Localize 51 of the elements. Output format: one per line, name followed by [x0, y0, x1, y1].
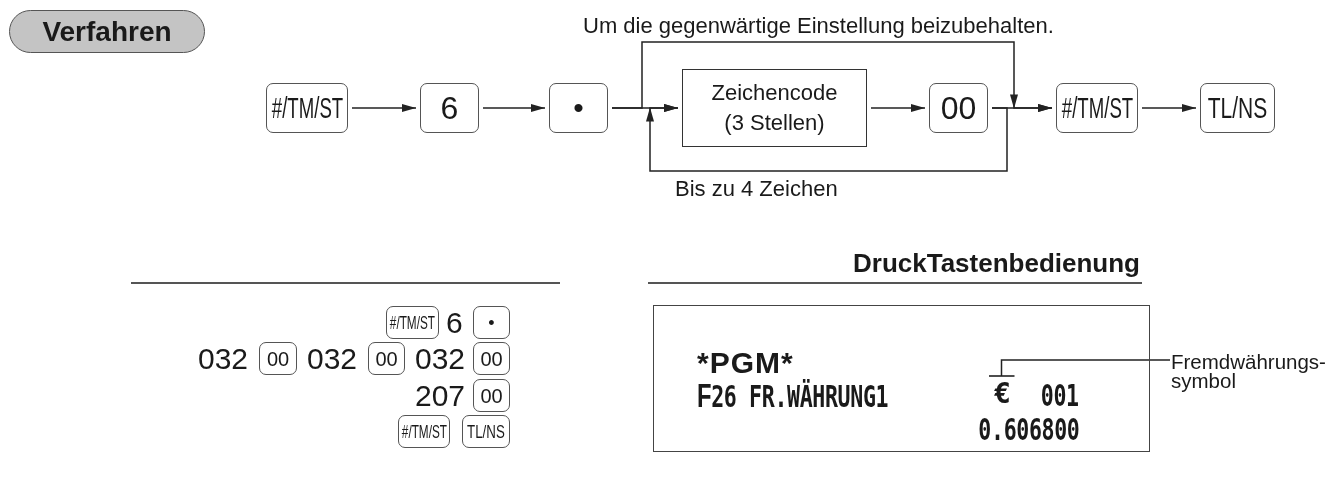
section-heading: Verfahren — [42, 17, 172, 46]
key-label: TL/NS — [467, 422, 505, 441]
arrow — [1141, 104, 1197, 112]
arrow — [351, 104, 417, 112]
edge-label: Um die gegenwärtige Einstellung beizubehalten. — [583, 14, 1054, 38]
key-cap — [386, 306, 439, 339]
entered-number: 6 — [446, 306, 463, 339]
key-label: 00 — [940, 92, 977, 124]
currency-symbol: € — [994, 379, 1011, 409]
section-tab — [9, 10, 205, 53]
key-label: 00 — [375, 348, 398, 369]
key-cap — [1200, 83, 1275, 133]
process-box — [682, 69, 867, 147]
key-cap — [1056, 83, 1138, 133]
key-cap — [259, 342, 297, 375]
arrow — [482, 104, 546, 112]
key-label: #/TM/ST — [1061, 93, 1133, 123]
receipt-printout — [653, 305, 1150, 452]
key-cap — [473, 379, 510, 412]
receipt-line: 0.606800 — [977, 415, 1079, 445]
key-label: • — [488, 313, 495, 332]
key-label: 6 — [440, 92, 459, 124]
key-cap — [462, 415, 510, 448]
receipt-line: 001 — [1041, 381, 1079, 411]
key-cap — [368, 342, 405, 375]
key-label: #/TM/ST — [401, 422, 447, 441]
key-cap — [398, 415, 450, 448]
receipt-line: F26 FR.WÄHRUNG1 — [697, 381, 889, 412]
key-label: • — [573, 93, 584, 123]
key-label: 00 — [480, 348, 503, 369]
key-label: TL/NS — [1207, 93, 1268, 123]
key-label: #/TM/ST — [389, 313, 436, 332]
receipt-heading: *PGM* — [697, 348, 794, 378]
entered-number: 207 — [415, 379, 466, 412]
key-cap — [549, 83, 608, 133]
key-cap — [929, 83, 988, 133]
key-cap — [420, 83, 479, 133]
arrow — [870, 104, 926, 112]
key-cap — [266, 83, 348, 133]
key-label: #/TM/ST — [271, 93, 343, 123]
entered-number: 032 — [415, 342, 466, 375]
entered-number: 032 — [198, 342, 249, 375]
process-text: Zeichencode (3 Stellen) — [710, 79, 839, 137]
callout-label: Fremdwährungs- symbol — [1171, 352, 1331, 392]
key-label: 00 — [266, 348, 290, 369]
key-label: 00 — [480, 385, 503, 406]
key-cap — [473, 306, 510, 339]
section-title: DruckTastenbedienung — [853, 249, 1140, 279]
leader-line — [987, 359, 1171, 377]
key-cap — [473, 342, 510, 375]
entered-number: 032 — [307, 342, 358, 375]
